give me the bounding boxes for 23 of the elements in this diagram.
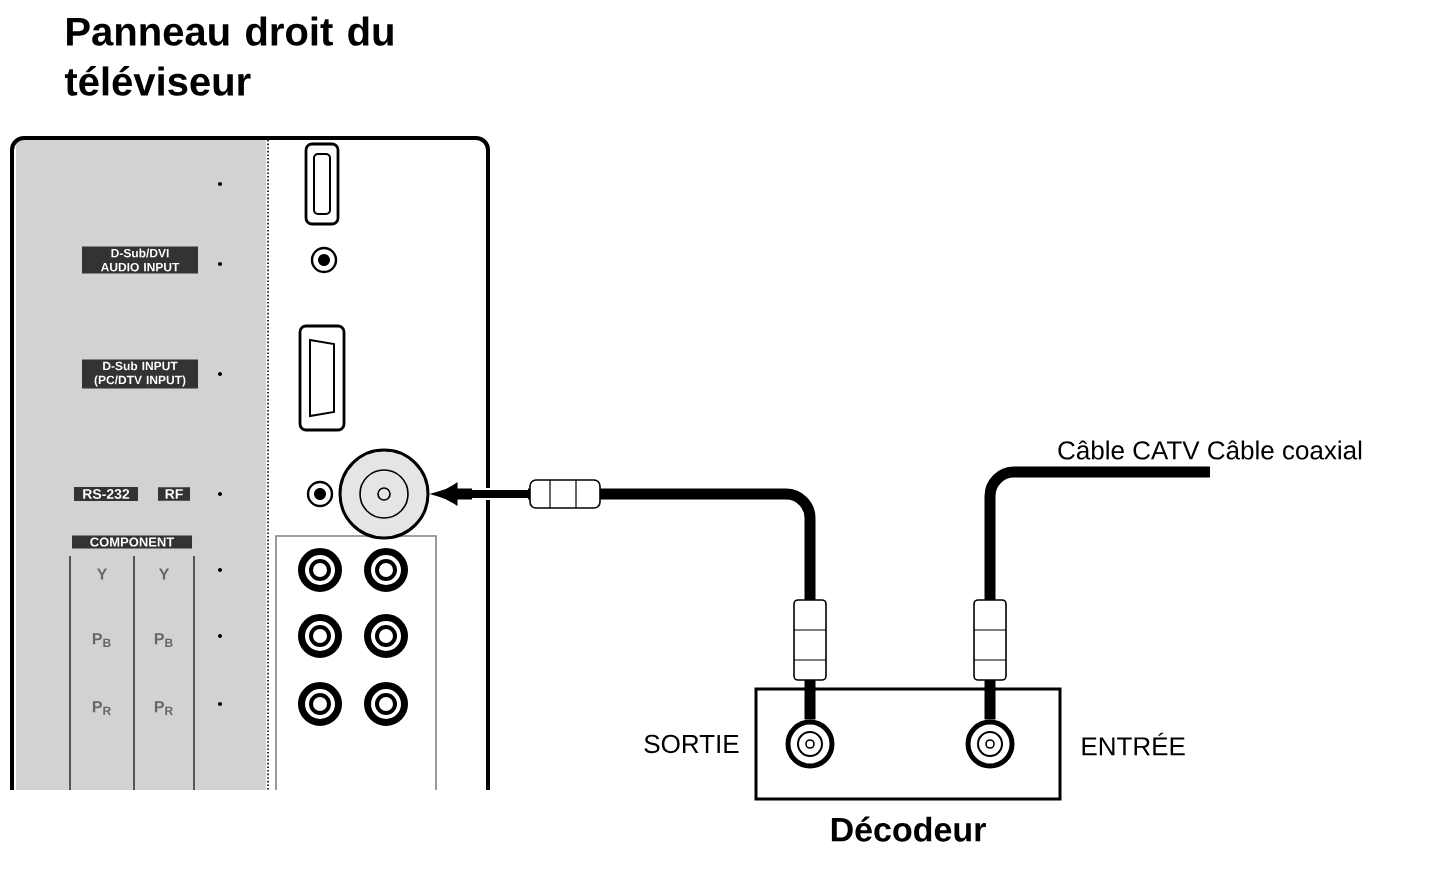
rca-jack (298, 548, 342, 592)
coax-port (965, 719, 1015, 769)
port-label: ENTRÉE (1082, 732, 1185, 756)
rca-jack (364, 614, 408, 658)
decoder-title: Décodeur (831, 816, 986, 842)
tv-panel-drawing (10, 136, 490, 791)
signal-label: P$_{B}$ (154, 633, 173, 647)
rf-connector (338, 448, 430, 540)
decoder-box (754, 687, 1062, 801)
signal-label: P$_{B}$ (92, 633, 111, 647)
cable (436, 479, 827, 720)
cable-label: Câble CATV Câble coaxial (1058, 440, 1362, 460)
signal-label: P$_{R}$ (92, 701, 111, 715)
coax-port (785, 719, 835, 769)
rca-jack (364, 548, 408, 592)
rca-jack (298, 614, 342, 658)
rca-jack (298, 682, 342, 726)
port-label: SORTIE (644, 734, 739, 754)
title: Panneau droit du téléviseur (64, 16, 393, 96)
signal-label: Y (96, 568, 108, 580)
signal-label: P$_{R}$ (154, 701, 173, 715)
rca-jack (364, 682, 408, 726)
signal-label: Y (158, 568, 170, 580)
